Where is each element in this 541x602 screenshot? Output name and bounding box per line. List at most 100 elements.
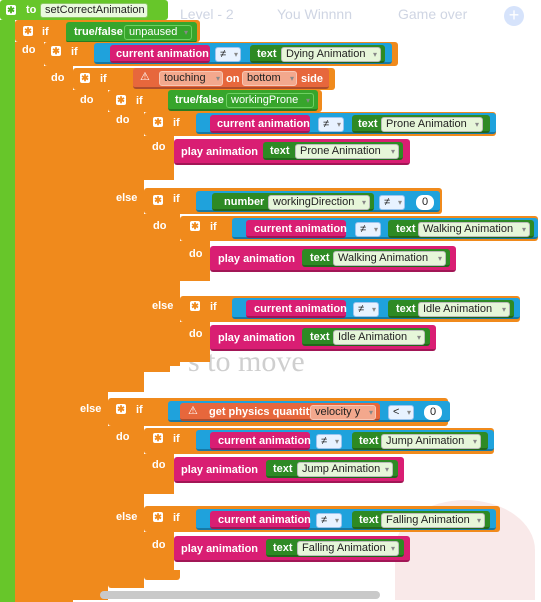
- operator-dropdown[interactable]: ≠▾: [318, 117, 344, 132]
- gear-icon[interactable]: ✱: [6, 5, 16, 15]
- if-label: if: [42, 26, 49, 38]
- play-animation-label: play animation: [181, 464, 259, 476]
- gear-icon[interactable]: ✱: [190, 221, 200, 231]
- play-animation-label: play animation: [218, 332, 296, 344]
- text-value-field[interactable]: Dying Animation▾: [281, 47, 381, 62]
- gear-icon[interactable]: ✱: [153, 195, 163, 205]
- text-value-field[interactable]: Prone Animation▾: [381, 117, 483, 132]
- tab-game-over[interactable]: Game over: [398, 6, 468, 22]
- if-label: if: [173, 433, 180, 445]
- do-label: do: [22, 44, 36, 56]
- warning-icon[interactable]: ⚠: [188, 405, 198, 417]
- physics-dropdown[interactable]: velocity y▾: [310, 405, 376, 420]
- horizontal-scrollbar[interactable]: [100, 591, 380, 599]
- current-animation-label: current animation: [254, 303, 347, 315]
- gear-icon[interactable]: ✱: [80, 73, 90, 83]
- current-animation-label: current animation: [116, 48, 209, 60]
- text-label: text: [358, 118, 378, 130]
- if-block-unpaused-spine: [15, 42, 44, 602]
- gear-icon[interactable]: ✱: [190, 301, 200, 311]
- do-label: do: [152, 141, 166, 153]
- on-label: on: [226, 73, 240, 85]
- add-tab-button[interactable]: +: [504, 6, 524, 26]
- do-label: do: [51, 72, 65, 84]
- do-label: do: [80, 94, 94, 106]
- current-animation-block[interactable]: [210, 511, 310, 529]
- text-label: text: [310, 252, 330, 264]
- operator-dropdown[interactable]: ≠▾: [215, 47, 241, 62]
- text-value-field[interactable]: Idle Animation▾: [333, 330, 425, 345]
- else-label: else: [116, 511, 138, 523]
- current-animation-block[interactable]: [210, 432, 310, 450]
- text-label: text: [257, 48, 277, 60]
- procedure-to-label: to: [26, 4, 37, 16]
- text-value-field[interactable]: Falling Animation▾: [381, 513, 485, 528]
- text-value-field[interactable]: Jump Animation▾: [297, 462, 393, 477]
- if-block-touching-spine: [73, 90, 108, 600]
- text-label: text: [359, 514, 379, 526]
- procedure-name-field[interactable]: setCorrectAnimation: [40, 3, 148, 18]
- current-animation-label: current animation: [254, 223, 347, 235]
- true-false-label: true/false: [74, 26, 123, 38]
- side-dropdown[interactable]: bottom▾: [242, 71, 297, 86]
- if-label: if: [100, 73, 107, 85]
- procedure-body: [0, 20, 15, 602]
- text-value-field[interactable]: Walking Animation▾: [333, 251, 446, 266]
- gear-icon[interactable]: ✱: [153, 512, 163, 522]
- number-value[interactable]: 0: [424, 405, 442, 420]
- text-value-field[interactable]: Prone Animation▾: [295, 144, 399, 159]
- touching-dropdown[interactable]: touching▾: [159, 71, 223, 86]
- number-label: number: [224, 196, 265, 208]
- gear-icon[interactable]: ✱: [116, 404, 126, 414]
- variable-dropdown[interactable]: workingDirection▾: [268, 195, 370, 210]
- if-label: if: [136, 404, 143, 416]
- unpaused-dropdown[interactable]: unpaused▾: [124, 25, 192, 40]
- text-label: text: [310, 331, 330, 343]
- if-block-idle-spine: [180, 322, 210, 362]
- else-label: else: [116, 192, 138, 204]
- do-label: do: [152, 459, 166, 471]
- text-label: text: [273, 463, 293, 475]
- current-animation-block[interactable]: [110, 45, 210, 63]
- true-false-label: true/false: [175, 94, 224, 106]
- if-block-falling-foot: [144, 570, 180, 580]
- play-animation-label: play animation: [181, 543, 259, 555]
- current-animation-block[interactable]: [210, 115, 310, 133]
- working-prone-dropdown[interactable]: workingProne▾: [226, 93, 314, 108]
- operator-dropdown[interactable]: ≠▾: [355, 222, 381, 237]
- if-block-direction-foot: [144, 362, 170, 372]
- current-animation-block[interactable]: [246, 220, 346, 238]
- gear-icon[interactable]: ✱: [23, 26, 33, 36]
- gear-icon[interactable]: ✱: [153, 117, 163, 127]
- warning-icon[interactable]: ⚠: [140, 71, 150, 83]
- if-block-falling-spine: [144, 532, 174, 576]
- text-value-field[interactable]: Falling Animation▾: [297, 541, 399, 556]
- if-block-direction-spine: [144, 214, 180, 366]
- current-animation-label: current animation: [218, 435, 311, 447]
- gear-icon[interactable]: ✱: [116, 95, 126, 105]
- current-animation-block[interactable]: [246, 300, 346, 318]
- number-value[interactable]: 0: [416, 195, 434, 210]
- tab-you-win[interactable]: You Winnnn: [277, 6, 352, 22]
- text-label: text: [396, 223, 416, 235]
- text-value-field[interactable]: Walking Animation▾: [418, 222, 530, 237]
- gear-icon[interactable]: ✱: [51, 46, 61, 56]
- if-label: if: [210, 301, 217, 313]
- side-label: side: [301, 73, 324, 85]
- if-label: if: [173, 193, 180, 205]
- text-value-field[interactable]: Idle Animation▾: [418, 302, 510, 317]
- text-value-field[interactable]: Jump Animation▾: [381, 434, 481, 449]
- operator-dropdown[interactable]: ≠▾: [316, 513, 342, 528]
- operator-dropdown[interactable]: ≠▾: [316, 434, 342, 449]
- operator-dropdown[interactable]: ≠▾: [379, 195, 405, 210]
- if-label: if: [71, 46, 78, 58]
- if-block-prone-spine: [108, 112, 144, 392]
- operator-dropdown[interactable]: ≠▾: [353, 302, 379, 317]
- play-animation-label: play animation: [181, 146, 259, 158]
- tab-level-2[interactable]: Level - 2: [180, 6, 234, 22]
- do-label: do: [116, 431, 130, 443]
- text-label: text: [273, 542, 293, 554]
- do-label: do: [153, 220, 167, 232]
- operator-dropdown[interactable]: <▾: [388, 405, 414, 420]
- gear-icon[interactable]: ✱: [153, 433, 163, 443]
